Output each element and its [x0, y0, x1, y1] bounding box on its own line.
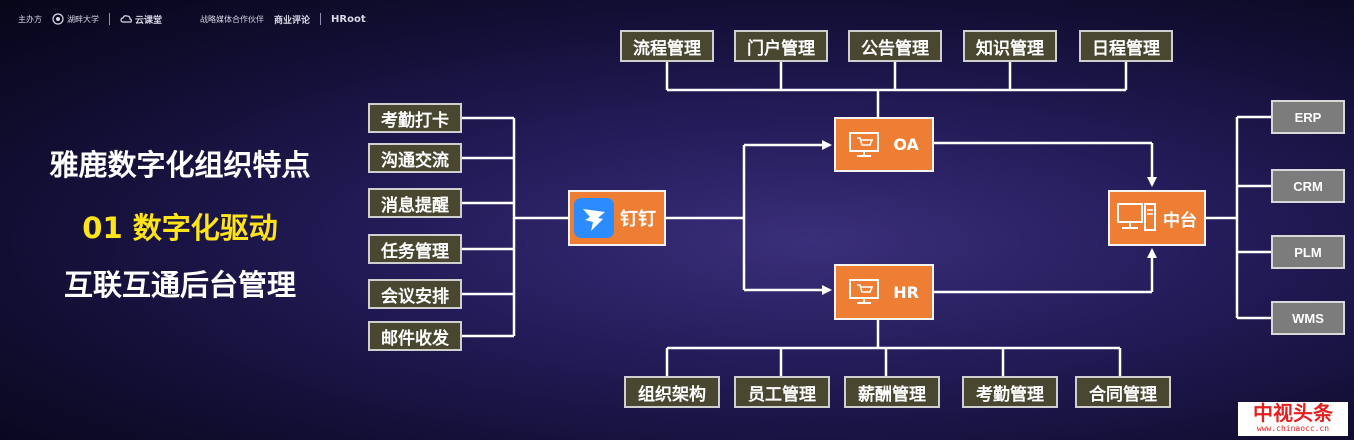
title-line-2: 01 数字化驱动: [82, 211, 278, 245]
left-item-communication: 沟通交流: [368, 143, 462, 173]
partner1-emblem-icon: [52, 13, 64, 25]
zhongtai-label: 中台: [1163, 210, 1197, 231]
right-item-plm: PLM: [1271, 235, 1345, 269]
hr-node: HR: [834, 264, 934, 320]
media-label: 战略媒体合作伙伴: [200, 14, 265, 24]
oa-node: OA: [834, 117, 934, 172]
top-item-portal: 门户管理: [734, 30, 828, 62]
bottom-item-payroll: 薪酬管理: [844, 376, 940, 408]
dingtalk-node: 钉钉: [568, 190, 666, 246]
cloud-icon: [120, 15, 132, 23]
oa-label: OA: [893, 135, 919, 154]
dingtalk-label: 钉钉: [620, 209, 656, 230]
media2-logo: HRoot: [331, 13, 366, 25]
header-divider-2: [320, 13, 322, 25]
title-line-3: 互联互通后台管理: [63, 268, 296, 302]
partner1-logo: 湖畔大学: [52, 13, 99, 25]
watermark: 中视头条 www.chinaocc.cn: [1238, 402, 1348, 436]
right-item-crm: CRM: [1271, 169, 1345, 203]
zhongtai-node: 中台: [1108, 190, 1206, 246]
left-item-notification: 消息提醒: [368, 188, 462, 218]
title-line-1: 雅鹿数字化组织特点: [49, 148, 311, 182]
watermark-name: 中视头条: [1253, 401, 1333, 425]
dingtalk-logo-icon: [574, 198, 614, 238]
bottom-item-attendance: 考勤管理: [962, 376, 1058, 408]
host-label: 主办方: [18, 14, 42, 24]
top-item-announcement: 公告管理: [848, 30, 942, 62]
header-divider: [109, 13, 110, 25]
bottom-item-org-structure: 组织架构: [624, 376, 720, 408]
left-item-meeting: 会议安排: [368, 279, 462, 309]
computer-icon: [1117, 203, 1156, 231]
partner2-logo: 云课堂: [120, 13, 162, 26]
left-item-email: 邮件收发: [368, 321, 462, 351]
hr-label: HR: [893, 282, 919, 302]
right-item-wms: WMS: [1271, 301, 1345, 335]
bottom-item-employee: 员工管理: [734, 376, 830, 408]
bottom-item-contract: 合同管理: [1075, 376, 1171, 408]
top-item-process: 流程管理: [620, 30, 714, 62]
sponsor-bar: 主办方 湖畔大学 云课堂 战略媒体合作伙伴 商业评论 HRoot: [18, 10, 366, 28]
left-item-task-management: 任务管理: [368, 234, 462, 264]
top-item-knowledge: 知识管理: [963, 30, 1057, 62]
left-item-attendance: 考勤打卡: [368, 103, 462, 133]
monitor-cart-icon: [849, 131, 880, 157]
right-item-erp: ERP: [1271, 100, 1345, 134]
monitor-cart-icon: [849, 279, 880, 304]
watermark-url: www.chinaocc.cn: [1256, 424, 1330, 433]
top-item-schedule: 日程管理: [1079, 30, 1173, 62]
media1-logo: 商业评论: [274, 15, 311, 26]
